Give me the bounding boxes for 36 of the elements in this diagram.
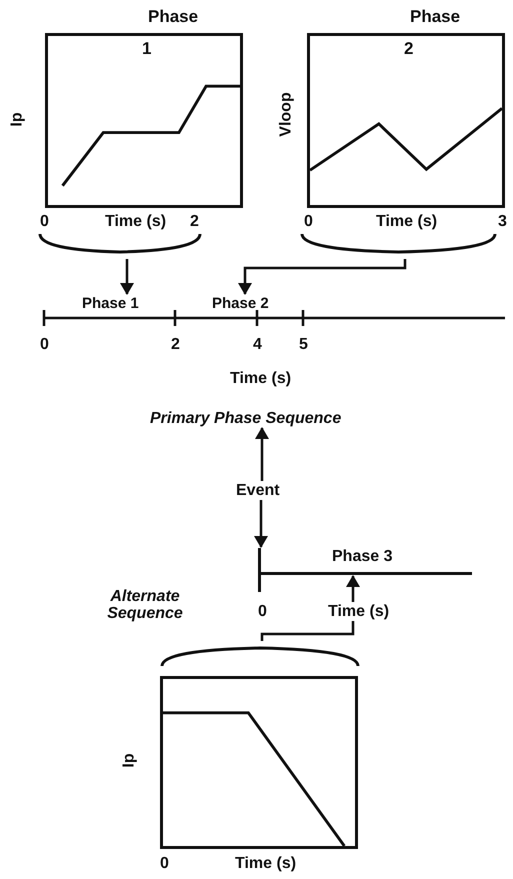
axis-title: Time (s) bbox=[376, 213, 438, 230]
axis-title: Vloop bbox=[278, 92, 295, 137]
tick-label: 0 bbox=[258, 603, 267, 620]
bracket-line bbox=[260, 621, 354, 641]
chart-title: 1 bbox=[142, 40, 152, 57]
axis-title: Time (s) bbox=[235, 855, 296, 872]
phase-label: Phase 3 bbox=[332, 548, 392, 566]
tick-label: 5 bbox=[299, 336, 308, 353]
timeline-start-tick bbox=[258, 548, 261, 592]
arrow bbox=[346, 575, 360, 602]
tick-label: 0 bbox=[304, 213, 313, 230]
phase-label: Phase 1 bbox=[82, 295, 139, 312]
chart-title: Phase bbox=[148, 8, 198, 25]
tick-label: 4 bbox=[253, 336, 262, 353]
axis-title: Time (s) bbox=[230, 370, 292, 387]
tick-label: 0 bbox=[40, 336, 49, 353]
tick-label: 0 bbox=[40, 213, 49, 230]
chart-title: 2 bbox=[404, 40, 414, 57]
chart-title: Phase bbox=[410, 8, 460, 25]
arrow bbox=[254, 500, 268, 548]
phase-label: Phase 2 bbox=[212, 295, 269, 312]
arrow bbox=[255, 427, 269, 481]
tick-label: 3 bbox=[498, 213, 507, 230]
sequence-title: Alternate Sequence bbox=[106, 588, 184, 622]
axis-title: Ip bbox=[120, 753, 138, 768]
alternate-timeline bbox=[261, 548, 472, 575]
sequence-title: Primary Phase Sequence bbox=[150, 410, 342, 427]
axis-title: Time (s) bbox=[328, 603, 390, 620]
axis-title: Time (s) bbox=[105, 213, 166, 230]
arrow bbox=[120, 259, 134, 295]
arrow bbox=[238, 259, 406, 295]
tick-label: 2 bbox=[171, 336, 180, 353]
tick-label: 0 bbox=[160, 855, 169, 872]
tick-label: 2 bbox=[190, 213, 199, 230]
event-label: Event bbox=[236, 482, 280, 499]
axis-title: Ip bbox=[8, 112, 26, 127]
